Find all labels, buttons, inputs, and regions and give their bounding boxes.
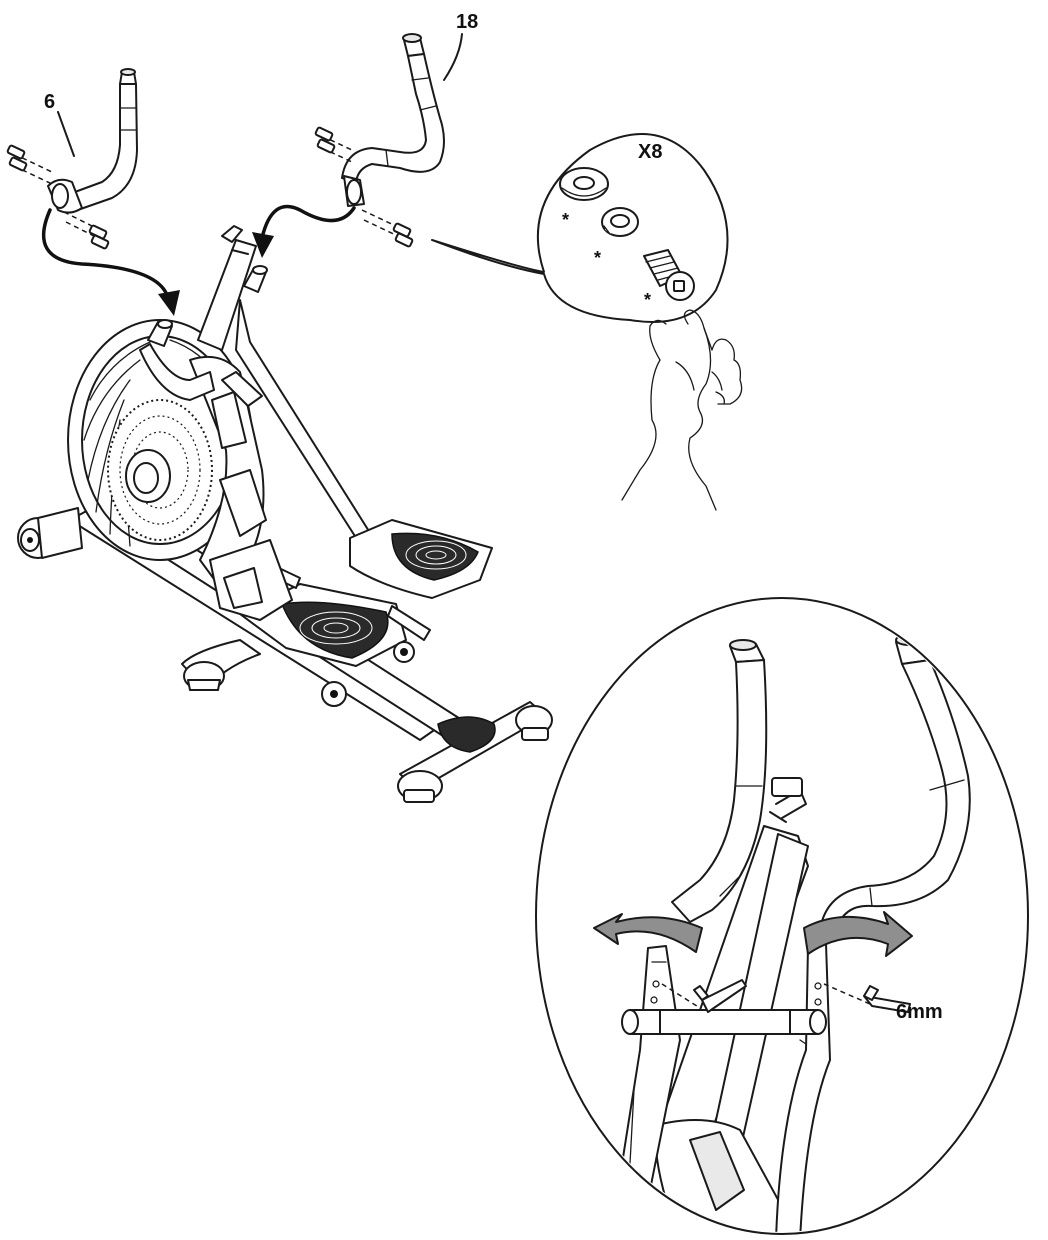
right-bolt-set [314, 126, 414, 248]
leader-line-18 [443, 33, 463, 81]
left-bolt-set [6, 144, 110, 250]
hand-icon [621, 309, 743, 511]
left-handlebar [47, 68, 138, 214]
arrow-curved-icon [41, 208, 180, 316]
rotation-arrow-icon [803, 911, 913, 957]
marker-asterisk: * [562, 210, 569, 230]
marker-asterisk: * [644, 290, 651, 310]
tool-size-label: 6mm [896, 1001, 943, 1023]
bolt-icon [314, 126, 414, 248]
rotation-arrow-icon [593, 913, 703, 953]
right-handlebar [341, 33, 445, 207]
marker-asterisk: * [594, 248, 601, 268]
detail-inset: 6mm [535, 597, 1029, 1235]
split-washer-icon [601, 207, 639, 237]
leader-line-6 [57, 111, 75, 157]
washer-icon [559, 167, 609, 201]
hex-key-icon [693, 979, 747, 1013]
part-label-18: 18 [456, 11, 478, 33]
bolt-icon [6, 144, 110, 250]
elliptical-machine [17, 225, 553, 803]
hex-key-icon [863, 985, 911, 1013]
hardware-callout: X8 * * * [431, 133, 729, 323]
bolt-icon [643, 249, 695, 301]
quantity-label: X8 [638, 141, 662, 163]
part-label-6: 6 [44, 91, 55, 113]
arrow-curved-icon [252, 204, 356, 258]
